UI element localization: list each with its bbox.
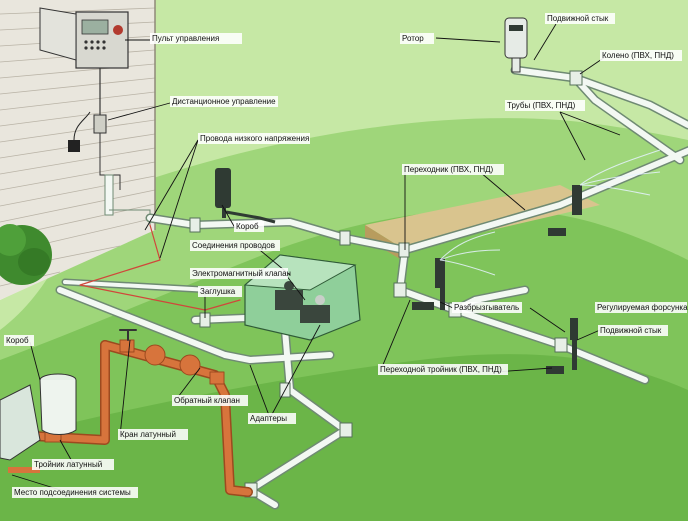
label-swing-joint-bottom-text: Подвижной стык [600, 326, 662, 335]
label-wire-connections: Соединения проводов [190, 240, 280, 251]
label-solenoid-valve-text: Электромагнитный клапан [192, 269, 291, 278]
label-box-top: Короб [234, 221, 264, 232]
label-plug: Заглушка [198, 286, 242, 297]
label-low-voltage-wires-text: Провода низкого напряжения [200, 134, 309, 143]
label-check-valve: Обратный клапан [172, 395, 248, 406]
leader-lines [11, 23, 621, 494]
label-adapters: Адаптеры [248, 413, 296, 424]
label-reducing-tee-text: Переходной тройник (ПВХ, ПНД) [380, 365, 502, 374]
label-wire-connections-text: Соединения проводов [192, 241, 275, 250]
label-sprinkler: Разбрызгыватель [452, 302, 522, 313]
controller [39, 7, 129, 115]
label-brass-tee: Тройник латунный [32, 459, 114, 470]
label-control-panel: Пульт управления [150, 33, 242, 44]
water-spray [439, 149, 661, 276]
label-adjustable-nozzle: Регулируемая форсунка [595, 302, 688, 313]
label-box-left: Короб [4, 335, 34, 346]
label-elbow-text: Колено (ПВХ, ПНД) [602, 51, 674, 60]
sprinklers [412, 185, 582, 374]
label-low-voltage-wires: Провода низкого напряжения [198, 133, 310, 144]
label-brass-valve-text: Кран латунный [120, 430, 176, 439]
label-pipes: Трубы (ПВХ, ПНД) [505, 100, 585, 111]
rotor-head [215, 168, 276, 224]
label-adapter-pvc: Переходник (ПВХ, ПНД) [402, 164, 504, 175]
label-connection-point-text: Место подсоединения системы [14, 488, 131, 497]
label-box-left-text: Короб [6, 336, 29, 345]
label-remote-control-text: Дистанционное управление [172, 97, 276, 106]
label-swing-joint-bottom: Подвижной стык [598, 325, 668, 336]
label-adapter-pvc-text: Переходник (ПВХ, ПНД) [404, 165, 494, 174]
label-connection-point: Место подсоединения системы [12, 487, 138, 498]
label-sprinkler-text: Разбрызгыватель [454, 303, 519, 312]
label-rotor: Ротор [400, 33, 434, 44]
label-control-panel-text: Пульт управления [152, 34, 219, 43]
meter-box [0, 373, 77, 473]
label-brass-valve: Кран латунный [118, 429, 188, 440]
label-adjustable-nozzle-text: Регулируемая форсунка [597, 303, 688, 312]
rotor-top [504, 17, 528, 73]
label-elbow: Колено (ПВХ, ПНД) [600, 50, 682, 61]
label-swing-joint-top: Подвижной стык [545, 13, 615, 24]
label-check-valve-text: Обратный клапан [174, 396, 240, 405]
label-box-top-text: Короб [236, 222, 259, 231]
label-swing-joint-top-text: Подвижной стык [547, 14, 609, 23]
label-pipes-text: Трубы (ПВХ, ПНД) [507, 101, 576, 110]
label-plug-text: Заглушка [200, 287, 236, 296]
labels: Пульт управления Дистанционное управлени… [4, 13, 688, 498]
label-rotor-text: Ротор [402, 34, 424, 43]
shrub [0, 224, 52, 285]
label-solenoid-valve: Электромагнитный клапан [190, 268, 291, 279]
label-adapters-text: Адаптеры [250, 414, 287, 423]
label-reducing-tee: Переходной тройник (ПВХ, ПНД) [378, 364, 508, 375]
label-remote-control: Дистанционное управление [170, 96, 278, 107]
label-brass-tee-text: Тройник латунный [34, 460, 102, 469]
